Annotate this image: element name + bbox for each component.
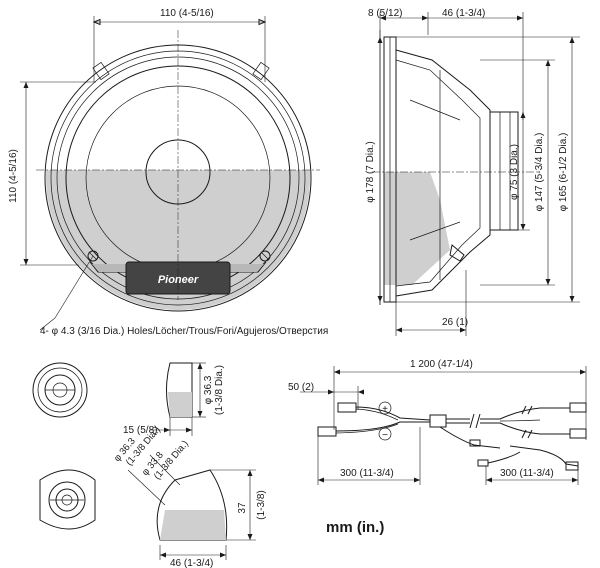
side-bottom-label: 26 (1) [442, 317, 468, 328]
plus-sign: + [382, 404, 388, 415]
unit-note: mm (in.) [326, 519, 384, 536]
mounting-hole-right [259, 250, 271, 262]
tweeter-dia-line2: (1-3/8 Dia.) [214, 365, 225, 415]
side-view: 8 (5/12) 46 (1-3/4) φ 75 (3 Dia.) φ 147 [365, 8, 580, 336]
side-dia-75-label: φ 75 (3 Dia.) [509, 144, 520, 200]
front-height-label: 110 (4-5/16) [8, 149, 19, 203]
angled-height-value: 37 [237, 502, 248, 514]
side-flange-label: 8 (5/12) [368, 8, 402, 19]
angled-tweeter-front [39, 469, 96, 530]
tweeter-dia-line1: φ 36.3 [203, 375, 214, 404]
cable-total-label: 1 200 (47-1/4) [410, 359, 473, 370]
cable-drawing: 1 200 (47-1/4) 50 (2) + − [288, 359, 587, 485]
minus-sign: − [382, 430, 388, 441]
angled-width-label: 46 (1-3/4) [170, 558, 213, 568]
cable-right-label: 300 (11-3/4) [500, 468, 554, 479]
brand-logo: Pioneer [158, 274, 199, 286]
holes-note: 4- φ 4.3 (3/16 Dia.) Holes/Löcher/Trous/… [40, 326, 328, 337]
angled-height-inch: (1-3/8) [256, 490, 267, 519]
side-depth-label: 46 (1-3/4) [442, 8, 485, 19]
front-width-label: 110 (4-5/16) [160, 8, 214, 19]
cable-lead-label: 50 (2) [288, 382, 314, 393]
side-dia-178-label: φ 178 (7 Dia.) [365, 141, 376, 203]
tweeter-front [32, 362, 88, 418]
side-dia-147-label: φ 147 (5-3/4 Dia.) [534, 133, 545, 212]
side-dia-165-label: φ 165 (6-1/2 Dia.) [558, 133, 569, 212]
tweeter-depth-label: 15 (5/8) [123, 425, 157, 436]
angled-tweeter-side: φ 36.3 (1-3/8 Dia.) φ 33.8 (1-3/8 Dia.) … [112, 424, 267, 568]
front-view: 110 (4-5/16) 110 (4-5/16) Pioneer [8, 8, 328, 337]
cable-left-label: 300 (11-3/4) [340, 468, 394, 479]
tweeter-side: φ 36.3 (1-3/8 Dia.) 15 (5/8) [123, 362, 225, 436]
